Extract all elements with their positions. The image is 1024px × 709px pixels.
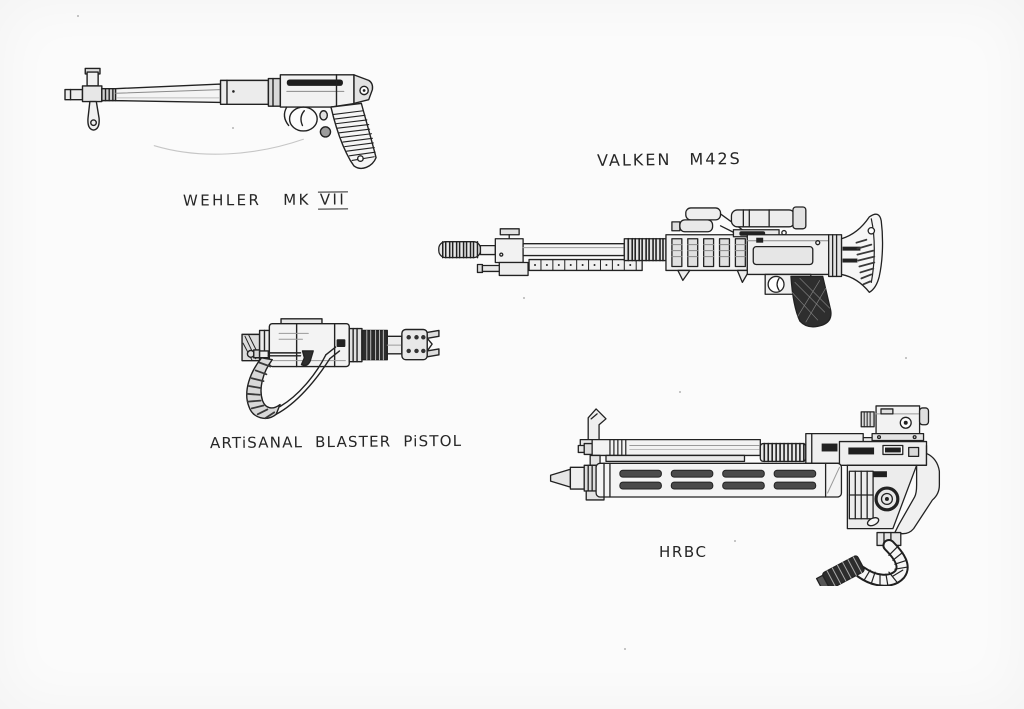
rear-handle-frame: [895, 446, 940, 534]
artisanal-blaster-pistol-illustration: [240, 310, 440, 425]
wehler-label-numeral: VII: [317, 190, 349, 210]
pencil-sketch-line: [154, 139, 303, 154]
paper-speck: [905, 357, 907, 359]
hose-coupler: [816, 555, 865, 586]
hrbc-label-text: HRBC: [659, 543, 708, 561]
artisanal-label-text: ARTiSANAL BLASTER PiSTOL: [209, 431, 463, 453]
wrapped-grip: [247, 358, 280, 419]
hrbc-drawing: [546, 402, 941, 586]
wehler-label-mark: MK: [283, 190, 311, 209]
wehler-label: WEHLER MK VII: [182, 190, 349, 210]
valken-m42s-drawing: [436, 203, 886, 328]
wehler-label-name: WEHLER: [182, 191, 262, 210]
paper-speck: [523, 297, 525, 299]
paper-speck: [77, 15, 79, 17]
power-hose: [861, 545, 907, 586]
paper-speck: [232, 127, 234, 129]
paper-speck: [734, 540, 736, 542]
artisanal-blaster-pistol-drawing: [240, 310, 440, 425]
hrbc-label: HRBC: [659, 543, 708, 561]
grip-serrations: [334, 111, 375, 161]
wehler-mkvii-illustration: [62, 50, 380, 177]
vent-slots: [620, 470, 816, 489]
hrbc-illustration: [546, 402, 941, 586]
paper-speck: [679, 391, 681, 393]
stock-hatching: [856, 240, 874, 285]
handguard-slats: [672, 239, 745, 267]
valken-label-text: VALKEN M42S: [596, 148, 742, 171]
pistol-grip: [791, 276, 831, 326]
wehler-mkvii-drawing: [62, 50, 380, 177]
paper-speck: [624, 648, 626, 650]
valken-m42s-illustration: [436, 203, 886, 328]
artisanal-label: ARTiSANAL BLASTER PiSTOL: [210, 432, 462, 452]
trigger: [302, 351, 314, 366]
valken-label: VALKEN M42S: [597, 149, 742, 170]
